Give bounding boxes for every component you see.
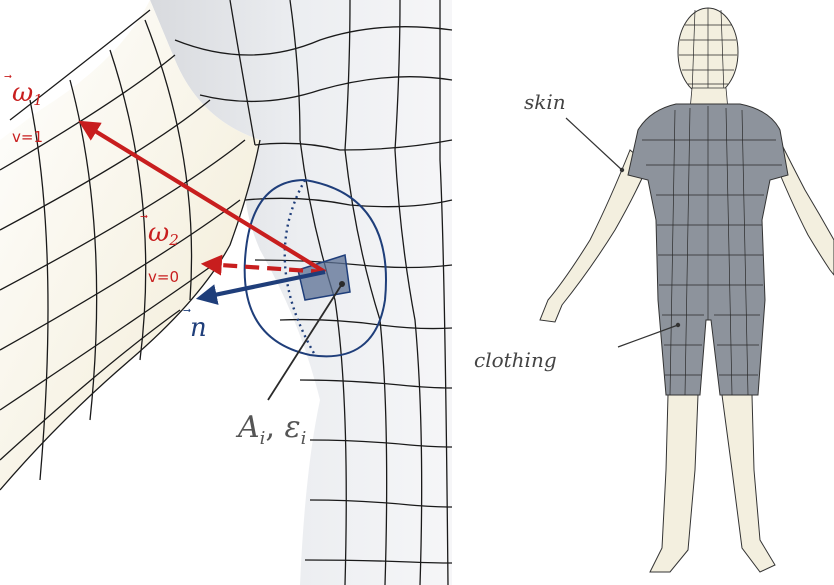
omega2-v-label: v=0 [148,268,179,286]
arm-mesh-illustration [0,0,470,585]
normal-label: n ⃗ [190,313,207,343]
skin-label: skin [524,90,566,114]
right-leg-skin [722,395,775,572]
left-leg-skin [650,395,698,572]
arm-closeup-panel: ω1 ⃗ v=1 ω2 ⃗ v=0 n ⃗ Ai, εi [0,0,470,585]
omega1-label: ω1 ⃗ [12,78,43,109]
clothing-label: clothing [474,348,557,372]
omega2-label: ω2 ⃗ [148,218,179,249]
omega1-v-label: v=1 [12,128,43,146]
area-emissivity-label: Ai, εi [238,410,306,449]
skin-leader-line [566,118,622,170]
body-mesh-illustration [470,0,834,585]
full-body-panel: skin clothing [470,0,834,585]
